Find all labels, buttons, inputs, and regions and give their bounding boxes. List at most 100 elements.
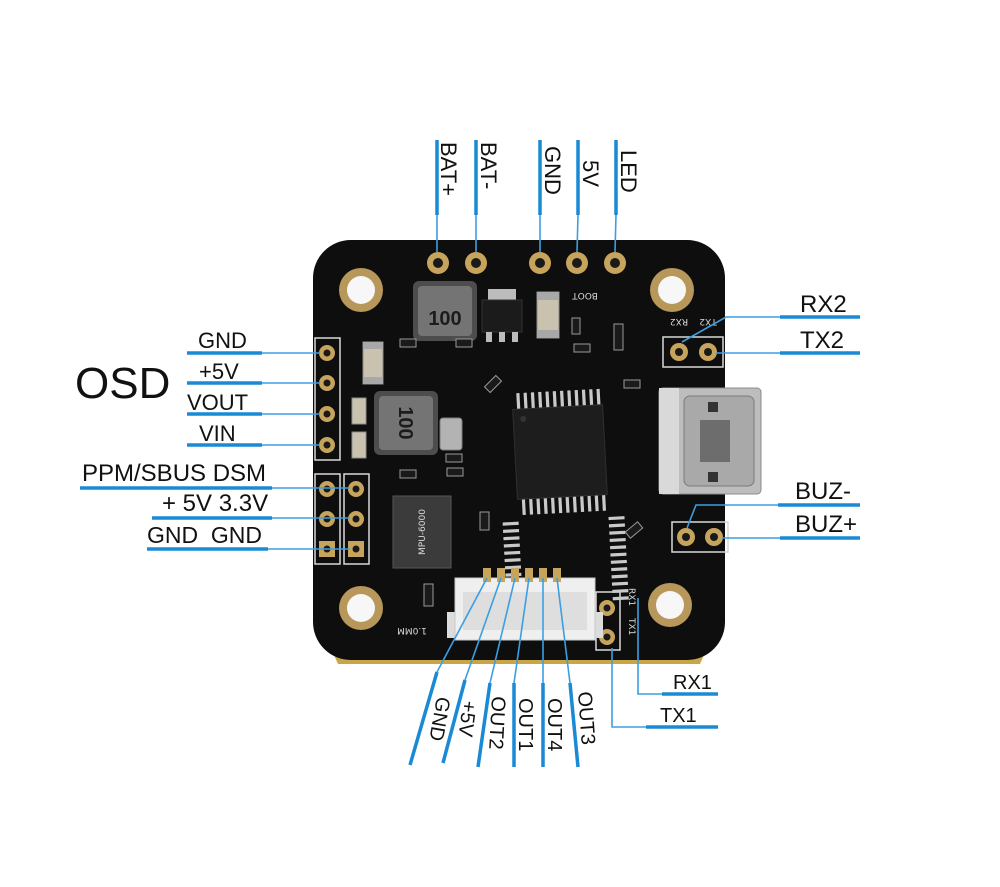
voltage-regulator xyxy=(481,289,523,342)
label-osd-vin: VIN xyxy=(199,421,236,446)
silk-connector-pitch: 1.0MM xyxy=(397,625,427,635)
mcu-pin xyxy=(565,496,570,513)
osd-title: OSD xyxy=(75,359,170,408)
mcu-pin xyxy=(608,523,625,528)
mcu-pin xyxy=(609,545,627,550)
mcu-pin xyxy=(538,391,543,409)
label-osd-5v: +5V xyxy=(199,359,239,384)
label-out3: OUT3 xyxy=(573,691,599,746)
mcu-pin xyxy=(611,567,628,572)
label-5v-3v3: + 5V 3.3V xyxy=(162,490,268,517)
osd-pads xyxy=(314,337,341,461)
mcu-pin xyxy=(502,521,519,526)
mcu-pin xyxy=(502,528,520,533)
crystal-oscillator xyxy=(439,417,463,451)
mcu-pin xyxy=(558,496,563,514)
inductor-left: 100 xyxy=(374,391,438,455)
label-rx1: RX1 xyxy=(673,672,712,694)
label-ppm-sbus-dsm: PPM/SBUS DSM xyxy=(82,460,266,487)
mcu-pin xyxy=(572,496,577,513)
buzzer-pads xyxy=(671,521,729,553)
mcu-pins xyxy=(502,388,629,606)
top-callouts: BAT+ BAT- GND 5V LED xyxy=(435,140,641,253)
mcu-pin xyxy=(580,495,585,512)
imu-chip-marking: MPU-6000 xyxy=(418,509,428,555)
mcu-pin xyxy=(521,498,526,516)
mcu-pin xyxy=(530,392,535,409)
label-bat-plus: BAT+ xyxy=(436,142,461,196)
flight-controller-board: 100 100 xyxy=(313,240,762,664)
label-led: LED xyxy=(616,150,641,193)
mcu-pin xyxy=(609,537,626,543)
label-tx2: TX2 xyxy=(800,327,844,354)
mcu-pin xyxy=(552,391,557,408)
mcu-pin xyxy=(529,498,534,515)
inductor-marking: 100 xyxy=(428,308,461,330)
label-osd-gnd: GND xyxy=(198,328,247,353)
mcu-pin xyxy=(594,495,599,512)
receiver-callouts: PPM/SBUS DSM + 5V 3.3V GND GND xyxy=(80,460,350,551)
mcu-pin xyxy=(503,543,520,548)
mcu-pin xyxy=(610,552,627,557)
label-out-5v: +5V xyxy=(454,699,480,738)
label-bat-minus: BAT- xyxy=(476,142,501,189)
mcu-pin xyxy=(550,497,556,514)
right-callouts: RX2 TX2 BUZ- BUZ+ xyxy=(681,291,860,540)
smd-resistors xyxy=(399,317,644,607)
mcu-pin xyxy=(581,389,586,406)
label-buz-plus: BUZ+ xyxy=(795,511,857,538)
mcu-pin xyxy=(610,559,627,564)
mcu-pin xyxy=(560,390,565,407)
label-tx1: TX1 xyxy=(660,705,697,727)
inductor-top: 100 xyxy=(413,281,477,341)
capacitor xyxy=(351,397,367,425)
silk-tx1: TX1 xyxy=(626,617,636,635)
silk-rx1: RX1 xyxy=(626,588,636,606)
receiver-pads xyxy=(314,473,370,565)
mcu-pin xyxy=(523,392,528,409)
mcu-pin xyxy=(608,516,625,521)
label-5v-top: 5V xyxy=(578,160,603,187)
label-out2: OUT2 xyxy=(484,696,509,750)
silkscreen-labels: BOOT RX2 TX2 RX1 TX1 1.0MM xyxy=(397,290,718,635)
label-out1: OUT1 xyxy=(514,698,536,751)
capacitors xyxy=(351,291,560,459)
mcu-pin xyxy=(567,390,572,407)
mcu-pin xyxy=(611,581,629,586)
mcu-pin xyxy=(611,574,628,579)
mcu-pin xyxy=(516,393,521,410)
mcu-pin xyxy=(602,494,607,511)
uart2-pads xyxy=(662,336,724,368)
imu-chip: MPU-6000 xyxy=(392,495,452,569)
label-gnd-gnd: GND GND xyxy=(147,522,262,548)
mcu-pin xyxy=(536,498,541,515)
mcu-pin xyxy=(612,589,629,594)
silk-rx2: RX2 xyxy=(670,316,688,326)
mcu-pin xyxy=(596,388,601,405)
mcu-pin xyxy=(589,389,594,406)
mounting-holes xyxy=(339,268,694,630)
label-out4: OUT4 xyxy=(543,698,565,751)
label-gnd-top: GND xyxy=(540,146,565,195)
micro-usb-port xyxy=(658,387,762,495)
mcu-pin xyxy=(612,596,629,601)
top-power-pads xyxy=(427,252,626,274)
mcu-chip xyxy=(502,388,629,606)
silk-boot: BOOT xyxy=(572,290,598,300)
uart1-callouts: RX1 TX1 xyxy=(611,598,718,729)
inductor-marking: 100 xyxy=(394,406,416,439)
silk-tx2: TX2 xyxy=(699,316,717,326)
osd-callouts: OSD GND +5V VOUT VIN xyxy=(75,328,320,447)
mcu-pin xyxy=(504,558,521,563)
mcu-pin xyxy=(503,536,520,541)
capacitor xyxy=(351,431,367,459)
mcu-pin xyxy=(545,391,550,408)
mcu-pin xyxy=(543,497,548,514)
label-osd-vout: VOUT xyxy=(187,390,248,415)
label-rx2: RX2 xyxy=(800,291,847,318)
mcu-pin xyxy=(587,495,592,512)
mcu-pin xyxy=(609,530,626,535)
mcu-pin xyxy=(574,389,579,407)
mcu-pin xyxy=(504,550,521,555)
